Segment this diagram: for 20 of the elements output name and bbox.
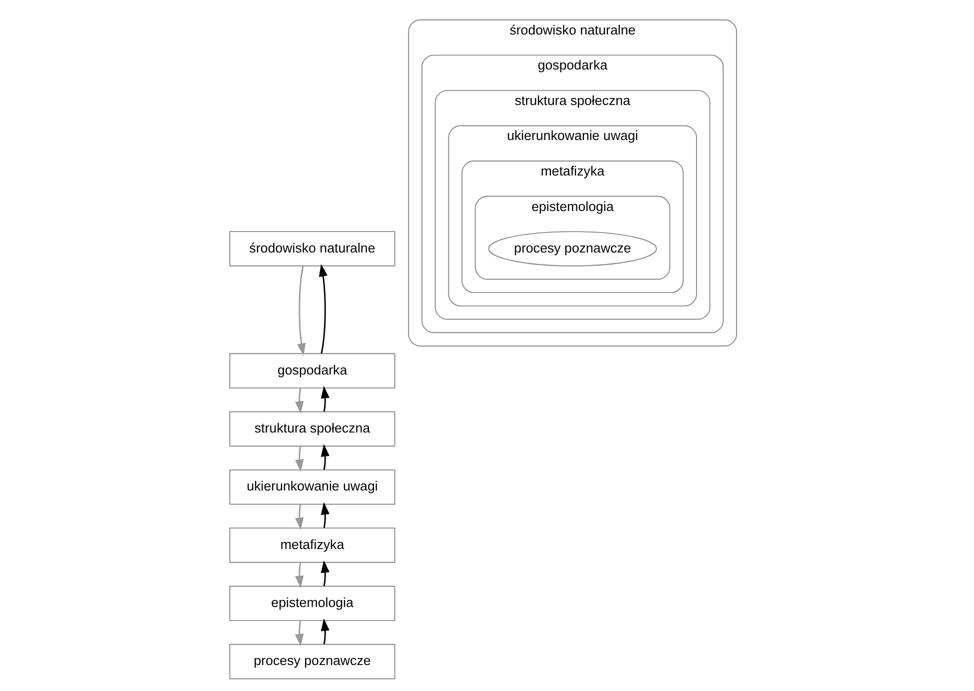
- node-box: gospodarka: [229, 353, 396, 388]
- node-ellipse: procesy poznawcze: [488, 231, 657, 266]
- node-box: procesy poznawcze: [229, 644, 396, 680]
- node-box: metafizyka: [229, 528, 396, 563]
- arrow: [295, 388, 304, 414]
- arrow: [320, 444, 330, 470]
- arrow: [295, 446, 304, 472]
- node-box: środowisko naturalne: [229, 231, 396, 266]
- arrow: [318, 264, 328, 354]
- arrow: [320, 618, 330, 644]
- node-box: ukierunkowanie uwagi: [229, 469, 396, 505]
- arrow: [297, 266, 306, 356]
- arrow: [295, 504, 304, 530]
- node-box: struktura społeczna: [229, 411, 396, 447]
- node-box: epistemologia: [229, 586, 396, 622]
- arrow: [320, 386, 330, 412]
- arrow: [295, 562, 304, 588]
- arrow: [320, 560, 330, 586]
- arrow: [320, 502, 330, 528]
- arrow: [295, 620, 304, 646]
